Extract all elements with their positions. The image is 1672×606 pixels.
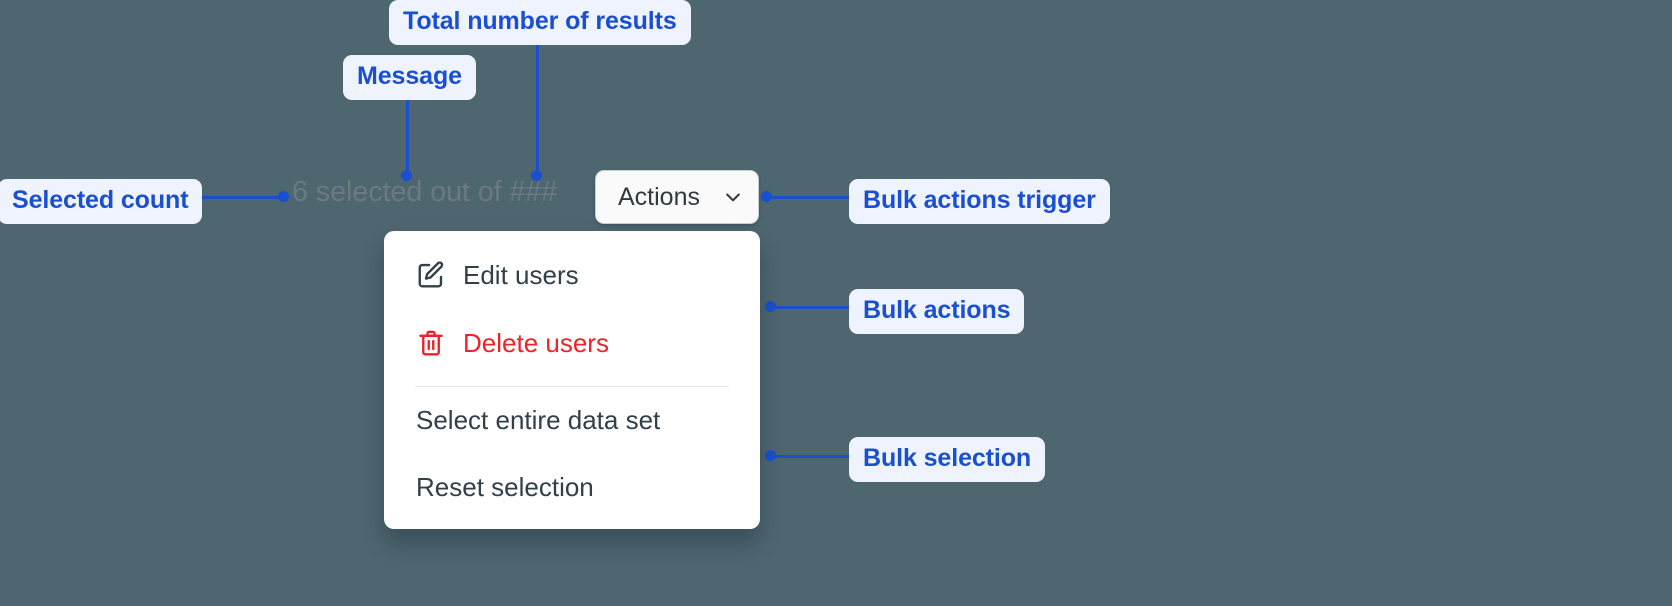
connector-bulk-actions-trigger xyxy=(766,196,854,199)
menu-item-select-entire-data-set[interactable]: Select entire data set xyxy=(384,390,760,450)
connector-dot-message xyxy=(401,170,412,181)
annotation-selected-count: Selected count xyxy=(0,179,203,224)
menu-item-delete-users-label: Delete users xyxy=(463,328,609,358)
menu-item-edit-users-label: Edit users xyxy=(463,260,579,290)
annotation-total-number-of-results: Total number of results xyxy=(389,0,691,45)
connector-bulk-actions xyxy=(772,306,854,309)
connector-dot-selected-count xyxy=(278,191,289,202)
selection-message-text: selected out of xyxy=(307,176,510,208)
connector-total-results xyxy=(536,38,539,176)
menu-item-select-entire-data-set-label: Select entire data set xyxy=(416,405,661,435)
chevron-down-icon xyxy=(723,187,743,207)
menu-divider xyxy=(415,386,729,387)
menu-item-reset-selection-label: Reset selection xyxy=(416,472,594,502)
connector-selected-count xyxy=(200,196,286,199)
connector-dot-bulk-selection xyxy=(765,450,776,461)
connector-dot-bulk-actions-trigger xyxy=(761,191,772,202)
annotation-bulk-actions-trigger: Bulk actions trigger xyxy=(849,179,1110,224)
menu-item-edit-users[interactable]: Edit users xyxy=(384,245,760,305)
menu-item-delete-users[interactable]: Delete users xyxy=(384,313,760,373)
connector-message xyxy=(406,92,409,176)
annotation-message: Message xyxy=(343,55,476,100)
connector-dot-bulk-actions xyxy=(765,301,776,312)
total-results-value: ### xyxy=(509,176,558,208)
annotation-bulk-actions: Bulk actions xyxy=(849,289,1025,334)
selected-count-value: 6 xyxy=(292,176,308,208)
bulk-actions-menu: Edit users Delete users Select entire da… xyxy=(384,231,760,529)
connector-dot-total-results xyxy=(531,170,542,181)
bulk-actions-trigger-button[interactable]: Actions xyxy=(595,170,759,224)
bulk-actions-trigger-label: Actions xyxy=(618,182,700,211)
connector-bulk-selection xyxy=(772,455,854,458)
menu-item-reset-selection[interactable]: Reset selection xyxy=(384,457,760,517)
annotation-bulk-selection: Bulk selection xyxy=(849,437,1046,482)
edit-pencil-square-icon xyxy=(416,260,446,290)
selection-summary-text: 6 selected out of ### xyxy=(292,178,557,207)
trash-icon xyxy=(416,328,446,358)
